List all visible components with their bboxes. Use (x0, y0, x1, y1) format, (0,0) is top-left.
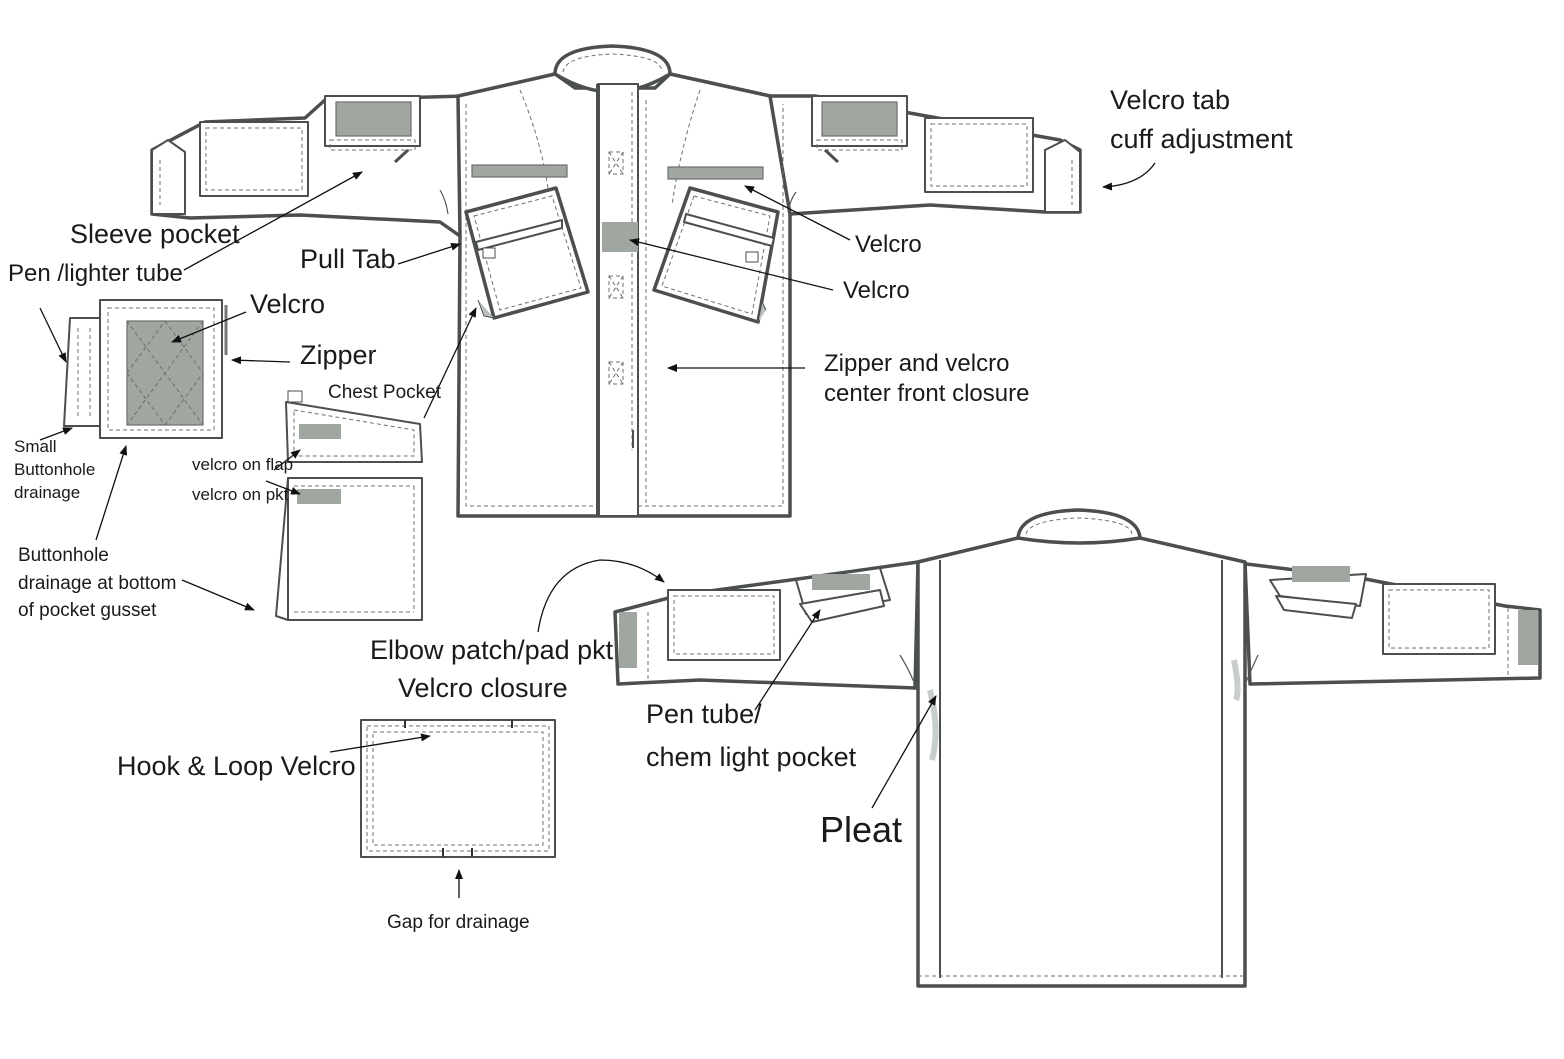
pen-lighter-tube (63, 317, 101, 427)
arrow-chest-pocket (423, 307, 477, 419)
label-buttonhole-gusset-3: of pocket gusset (18, 600, 157, 621)
label-small-buttonhole-3: drainage (14, 483, 80, 502)
arrow-buttonhole-gusset (181, 579, 255, 611)
chest-pocket-detail (275, 390, 423, 621)
arrow-velcro-sleeve-pocket (171, 311, 247, 343)
arrow-pen-tube (754, 609, 821, 711)
label-elbow-patch-1: Elbow patch/pad pkt (370, 635, 614, 665)
front-left-sleeve-pocket (199, 121, 309, 197)
arrow-hook-loop-velcro (329, 733, 431, 753)
back-right-cuff-velcro (1518, 610, 1538, 665)
arrow-zipper (231, 356, 291, 365)
label-hook-loop-velcro: Hook & Loop Velcro (117, 751, 356, 781)
front-center-placket (597, 83, 639, 517)
label-small-buttonhole-1: Small (14, 437, 57, 456)
back-left-sleeve-pocket (667, 589, 781, 661)
arrow-pleat (871, 695, 937, 809)
back-right-sleeve-pocket (1382, 583, 1496, 655)
arrow-velcro-chest (744, 185, 851, 241)
label-pen-lighter-tube: Pen /lighter tube (8, 260, 183, 287)
front-right-chest-velcro-strip (667, 166, 764, 180)
front-right-cuff-tab (1044, 139, 1081, 213)
chest-pocket-flap (285, 401, 423, 463)
label-velcro-chest: Velcro (855, 231, 922, 258)
label-chest-pocket: Chest Pocket (328, 382, 442, 403)
label-pen-tube-1: Pen tube/ (646, 699, 762, 729)
label-velcro-sleeve-pocket: Velcro (250, 289, 325, 319)
label-velcro-on-pkt: velcro on pkt (192, 485, 289, 504)
arrow-buttonhole-bottom (95, 445, 128, 541)
elbow-patch (360, 719, 556, 858)
arrow-velcro-tab-cuff (1102, 162, 1156, 191)
arrow-velcro-on-flap (273, 449, 301, 471)
back-body (916, 536, 1247, 988)
pocket-velcro (297, 489, 341, 504)
arrow-elbow-patch (537, 559, 665, 633)
sleeve-pocket-detail (63, 299, 228, 439)
arrow-sleeve-pocket (183, 171, 363, 271)
front-center-velcro (602, 222, 638, 252)
back-left-cuff-velcro (619, 612, 637, 668)
callout-arrows (39, 162, 1156, 898)
label-velcro-on-flap: velcro on flap (192, 455, 293, 474)
flap-velcro (299, 424, 341, 439)
label-buttonhole-gusset-2: drainage at bottom (18, 573, 176, 594)
arrow-velcro-on-pkt (265, 480, 301, 495)
front-right-shoulder-velcro (821, 101, 898, 137)
label-velcro-center: Velcro (843, 277, 910, 304)
front-left-chest-velcro-strip (471, 164, 568, 178)
back-jacket (613, 508, 1542, 988)
back-collar (1016, 508, 1142, 545)
front-right-sleeve-pocket (924, 117, 1034, 193)
arrow-pen-lighter-tube (39, 307, 67, 363)
label-velcro-tab-cuff-2: cuff adjustment (1110, 124, 1293, 154)
label-buttonhole-gusset-1: Buttonhole (18, 545, 109, 566)
label-zipper-closure-1: Zipper and velcro (824, 350, 1009, 377)
elbow-patch-detail (360, 719, 556, 858)
front-jacket (150, 44, 1082, 518)
label-elbow-patch-2: Velcro closure (398, 673, 568, 703)
front-left-cuff-tab (151, 139, 186, 215)
label-sleeve-pocket: Sleeve pocket (70, 219, 240, 249)
label-pen-tube-2: chem light pocket (646, 742, 857, 772)
arrow-pull-tab (397, 242, 461, 265)
label-pull-tab: Pull Tab (300, 244, 396, 274)
front-left-shoulder-velcro (335, 101, 412, 137)
label-velcro-tab-cuff-1: Velcro tab (1110, 85, 1230, 115)
label-zipper: Zipper (300, 340, 377, 370)
label-gap-drainage: Gap for drainage (387, 912, 530, 933)
label-zipper-closure-2: center front closure (824, 380, 1029, 407)
label-small-buttonhole-2: Buttonhole (14, 460, 95, 479)
arrow-small-buttonhole (39, 427, 73, 441)
label-pleat: Pleat (820, 809, 902, 850)
arrow-velcro-center (629, 238, 834, 291)
